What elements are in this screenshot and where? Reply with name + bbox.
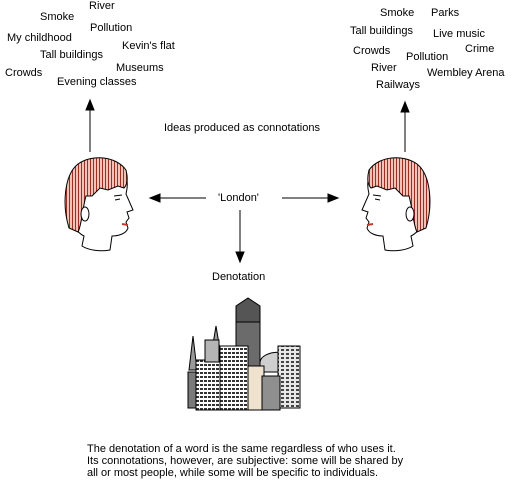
left-word-tall-buildings: Tall buildings: [40, 49, 103, 61]
arrow-down-to-denotation: [235, 210, 245, 264]
left-word-museums: Museums: [116, 62, 164, 74]
right-word-pollution: Pollution: [406, 51, 449, 63]
city-buildings-illustration: [187, 297, 301, 411]
caption-line-1: The denotation of a word is the same reg…: [87, 443, 396, 455]
left-word-my-childhood: My childhood: [7, 32, 72, 44]
left-word-evening-classes: Evening classes: [57, 76, 137, 88]
right-word-live-music: Live music: [433, 28, 485, 40]
arrow-left-up: [85, 98, 95, 152]
caption-text: The denotation of a word is the same reg…: [87, 443, 447, 479]
arrow-right-up: [400, 100, 410, 152]
arrow-to-left-head: [148, 193, 206, 203]
left-word-pollution: Pollution: [90, 22, 133, 34]
right-head-profile: [361, 157, 431, 252]
right-word-wembley-arena: Wembley Arena: [427, 67, 505, 79]
right-word-smoke: Smoke: [380, 7, 415, 19]
right-word-railways: Railways: [376, 79, 421, 91]
connotations-heading: Ideas produced as connotations: [164, 122, 320, 134]
denotation-label: Denotation: [212, 271, 266, 283]
right-word-river: River: [371, 62, 397, 74]
left-word-smoke: Smoke: [40, 11, 75, 23]
london-word-label: 'London': [218, 192, 259, 204]
right-word-parks: Parks: [431, 7, 460, 19]
arrow-to-right-head: [282, 193, 340, 203]
right-word-crime: Crime: [465, 43, 495, 55]
right-word-tall-buildings: Tall buildings: [350, 25, 413, 37]
left-head-profile: [64, 157, 134, 252]
left-word-river: River: [89, 0, 115, 12]
caption-line-3: all or most people, while some will be s…: [87, 467, 379, 479]
caption-line-2: Its connotations, however, are subjectiv…: [87, 455, 404, 467]
left-word-crowds: Crowds: [5, 67, 43, 79]
left-word-kevins-flat: Kevin's flat: [122, 40, 175, 52]
right-word-crowds: Crowds: [353, 45, 391, 57]
